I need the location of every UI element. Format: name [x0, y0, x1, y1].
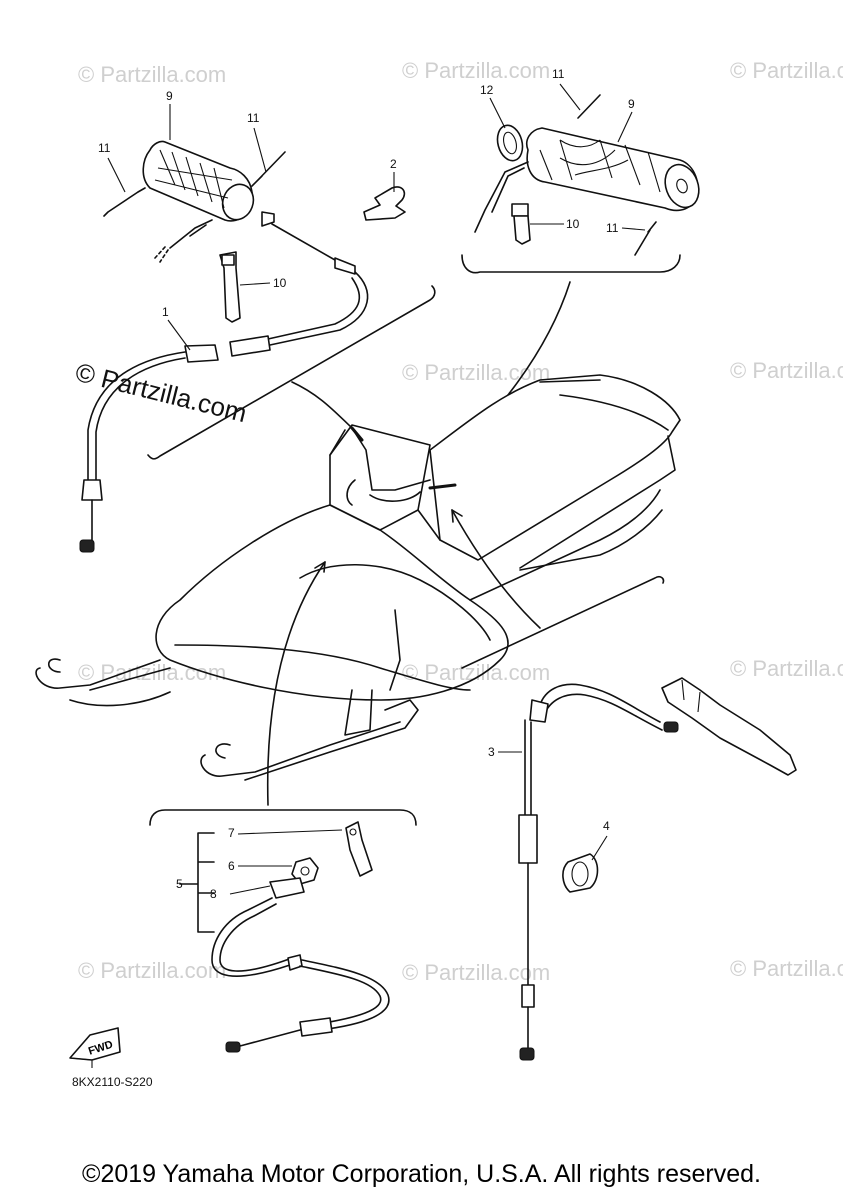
- callout-2: 2: [390, 157, 397, 171]
- group-choke: FWD 8KX2110-S220: [69, 809, 417, 1089]
- watermark-layer: © Partzilla.com © Partzilla.com © Partzi…: [78, 58, 843, 985]
- hook-icon: [363, 186, 406, 221]
- grip-right-icon: [474, 127, 700, 233]
- callout-10: 10: [566, 217, 580, 231]
- group-left-grip: [79, 140, 436, 553]
- bolt-icon: [103, 151, 286, 217]
- choke-cable-fitting-icon: [269, 877, 305, 899]
- watermark: © Partzilla.com: [730, 58, 843, 83]
- callout-11: 11: [606, 221, 619, 235]
- callout-1: 1: [162, 305, 169, 319]
- watermark: © Partzilla.com: [730, 656, 843, 681]
- callout-10: 10: [273, 276, 287, 290]
- callout-6: 6: [228, 859, 235, 873]
- clamp-icon: [562, 853, 599, 893]
- cable-tie-right-icon: [511, 203, 531, 245]
- group-brake: [518, 677, 797, 1061]
- grip-left-icon: [142, 140, 255, 263]
- leader-arrow: [291, 381, 353, 429]
- leader-arrow: [451, 509, 541, 629]
- callout-11: 11: [247, 111, 260, 125]
- callout-8: 8: [210, 887, 217, 901]
- copyright-notice: ©2019 Yamaha Motor Corporation, U.S.A. A…: [82, 1160, 761, 1188]
- callout-11: 11: [98, 141, 111, 155]
- bracket-line: [147, 285, 436, 460]
- callout-12: 12: [480, 83, 494, 97]
- callouts: 9 11 11 2 10 1 11 12 9 11 10 3 4 7 6 8 5: [98, 67, 646, 901]
- watermark: © Partzilla.com: [78, 958, 226, 983]
- callout-5: 5: [176, 877, 183, 891]
- callout-9: 9: [166, 89, 173, 103]
- watermark: © Partzilla.com: [730, 358, 843, 383]
- leader-arrow: [266, 561, 326, 806]
- callout-7: 7: [228, 826, 235, 840]
- ring-icon: [496, 124, 524, 162]
- watermark: © Partzilla.com: [402, 960, 550, 985]
- callout-11: 11: [552, 67, 565, 81]
- callout-4: 4: [603, 819, 610, 833]
- bracket-line: [461, 576, 665, 669]
- bracket-line: [149, 809, 417, 826]
- watermark: © Partzilla.com: [730, 956, 843, 981]
- brake-lever-icon: [661, 677, 797, 776]
- cable-tie-left-icon: [219, 251, 241, 323]
- lever-icon: [345, 821, 373, 877]
- throttle-cable-icon: [79, 211, 369, 553]
- watermark: © Partzilla.com: [78, 62, 226, 87]
- bolt-icon: [634, 221, 657, 256]
- watermark: © Partzilla.com: [402, 58, 550, 83]
- diagram-code: 8KX2110-S220: [72, 1075, 153, 1089]
- snowmobile-icon: [35, 374, 681, 781]
- fwd-arrow-icon: FWD: [69, 1027, 121, 1068]
- bracket-line: [461, 254, 681, 274]
- watermark: © Partzilla.com: [402, 660, 550, 685]
- callout-9: 9: [628, 97, 635, 111]
- callout-3: 3: [488, 745, 495, 759]
- watermark: © Partzilla.com: [402, 360, 550, 385]
- bolt-icon: [577, 94, 601, 119]
